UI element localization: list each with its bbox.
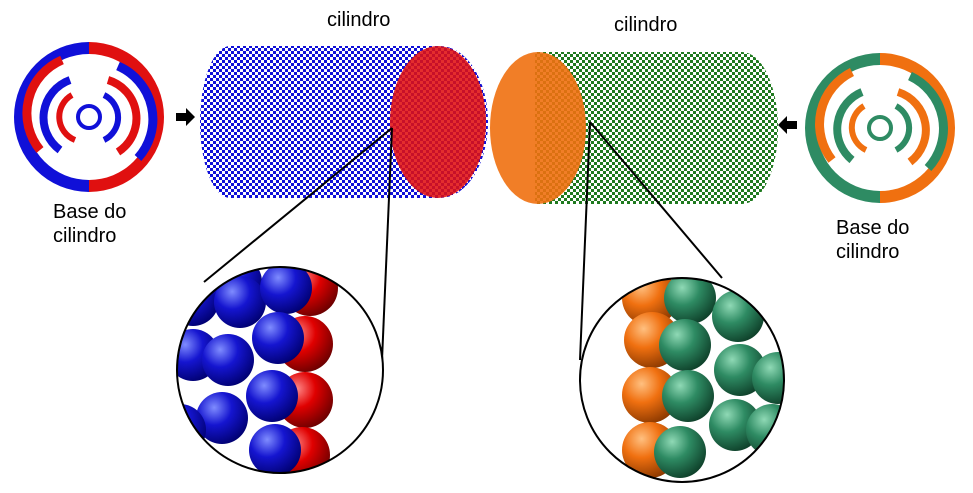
- arrow-left-icon: [778, 116, 797, 134]
- base-left-line-1: Base do: [53, 201, 127, 223]
- base-left-label: Base do cilindro: [53, 200, 126, 248]
- cylinder-right-orange-cap: [490, 52, 586, 204]
- cylinder-left-red-cap: [390, 46, 486, 198]
- cylinder-right: [490, 52, 778, 204]
- zoom-right: [579, 277, 785, 483]
- base-right-line-1: Base do: [836, 217, 910, 239]
- base-right-line-2: cilindro: [836, 241, 900, 263]
- cylinder-left-title: cilindro: [327, 9, 391, 31]
- zoom-left: [176, 266, 384, 474]
- arrow-right-icon: [176, 108, 195, 126]
- cylinder-right-title: cilindro: [614, 14, 678, 36]
- base-left-line-2: cilindro: [53, 225, 117, 247]
- base-left-disc: [14, 42, 164, 192]
- zoom-lines: [203, 121, 723, 361]
- base-right-label: Base do cilindro: [836, 216, 909, 264]
- cylinder-left: [200, 46, 488, 198]
- base-right-disc: [805, 53, 955, 203]
